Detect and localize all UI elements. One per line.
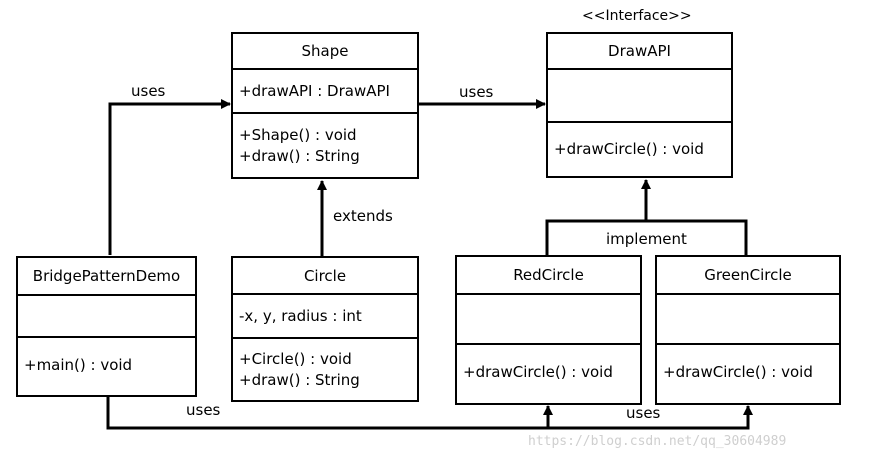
method: +draw() : String <box>239 147 360 165</box>
class-greencircle-methods: +drawCircle() : void <box>657 343 839 403</box>
method: +draw() : String <box>239 371 360 389</box>
drawapi-stereotype: <<Interface>> <box>582 8 692 24</box>
attribute: +drawAPI : DrawAPI <box>239 82 390 100</box>
class-redcircle-methods: +drawCircle() : void <box>457 343 640 403</box>
class-greencircle: GreenCircle +drawCircle() : void <box>655 255 841 405</box>
watermark: https://blog.csdn.net/qq_30604989 <box>528 434 787 449</box>
uses-line-to-greencircle <box>548 405 753 430</box>
class-greencircle-name: GreenCircle <box>704 266 792 284</box>
class-bridge-methods: +main() : void <box>18 336 195 395</box>
class-bridgepatterndemo: BridgePatternDemo +main() : void <box>16 256 197 397</box>
label-implement: implement <box>606 230 687 248</box>
method: +drawCircle() : void <box>663 363 813 381</box>
class-redcircle: RedCircle +drawCircle() : void <box>455 255 642 405</box>
label-uses-bottom-right: uses <box>626 404 661 422</box>
class-drawapi: DrawAPI +drawCircle() : void <box>546 32 733 178</box>
label-extends: extends <box>333 207 393 225</box>
class-circle-methods: +Circle() : void +draw() : String <box>233 337 417 400</box>
class-drawapi-attributes <box>548 68 731 121</box>
uses-arrow-bridge-to-shape <box>108 99 231 255</box>
method: +Shape() : void <box>239 126 357 144</box>
class-shape-name: Shape <box>301 42 349 60</box>
class-circle-name: Circle <box>303 266 347 285</box>
method: +drawCircle() : void <box>463 363 613 381</box>
label-uses-bottom-left: uses <box>186 401 221 419</box>
class-drawapi-name: DrawAPI <box>608 42 671 60</box>
class-shape-attributes: +drawAPI : DrawAPI <box>233 68 417 112</box>
method: +main() : void <box>24 356 133 374</box>
class-bridge-name: BridgePatternDemo <box>32 267 181 285</box>
label-uses-top: uses <box>459 83 494 101</box>
class-greencircle-attributes <box>657 293 839 343</box>
label-uses-left: uses <box>131 82 166 100</box>
class-redcircle-attributes <box>457 293 640 343</box>
method: +Circle() : void <box>239 350 352 368</box>
method: +drawCircle() : void <box>554 140 704 158</box>
class-circle-attributes: -x, y, radius : int <box>233 293 417 337</box>
attribute: -x, y, radius : int <box>239 307 362 325</box>
class-shape-methods: +Shape() : void +draw() : String <box>233 112 417 177</box>
class-bridge-attributes <box>18 294 195 336</box>
class-drawapi-methods: +drawCircle() : void <box>548 121 731 176</box>
class-circle: Circle -x, y, radius : int +Circle() : v… <box>231 256 419 402</box>
class-shape: Shape +drawAPI : DrawAPI +Shape() : void… <box>231 32 419 179</box>
class-redcircle-name: RedCircle <box>513 266 584 284</box>
uses-line-bridge-to-redcircle <box>106 396 553 430</box>
